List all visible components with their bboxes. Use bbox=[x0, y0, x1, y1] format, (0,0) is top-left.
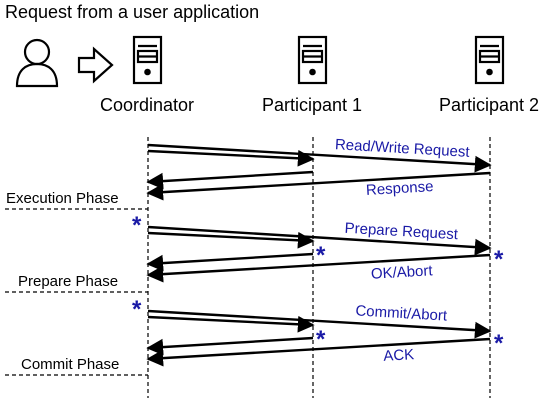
arrow-request-to-participant-1 bbox=[147, 149, 315, 167]
asterisk-icon: * bbox=[132, 212, 142, 239]
message-label-prepare-request: Prepare Request bbox=[344, 220, 459, 244]
diagram-title: Request from a user application bbox=[5, 2, 259, 22]
phase-label-execution: Execution Phase bbox=[6, 190, 119, 207]
arrow-prepare-to-participant-1 bbox=[147, 231, 315, 249]
message-label-response: Response bbox=[366, 178, 434, 199]
arrow-response-from-participant-1 bbox=[146, 170, 314, 190]
arrow-request-to-participant-2 bbox=[147, 143, 492, 173]
server-icon-participant-2 bbox=[474, 35, 505, 85]
asterisk-icon: * bbox=[316, 326, 326, 353]
server-icon-participant-1 bbox=[297, 35, 328, 85]
node-label-participant-2: Participant 2 bbox=[439, 95, 539, 115]
asterisk-icon: * bbox=[494, 330, 504, 357]
node-label-participant-1: Participant 1 bbox=[262, 95, 362, 115]
message-label-ok-abort: OK/Abort bbox=[370, 262, 433, 283]
user-icon bbox=[15, 38, 59, 88]
node-label-coordinator: Coordinator bbox=[100, 95, 194, 115]
arrow-ok-abort-from-participant-2 bbox=[146, 253, 491, 283]
message-label-commit-abort: Commit/Abort bbox=[355, 302, 448, 324]
arrow-prepare-to-participant-2 bbox=[147, 225, 492, 256]
phase-label-commit: Commit Phase bbox=[21, 356, 119, 373]
arrow-commit-to-participant-1 bbox=[147, 315, 315, 333]
arrow-commit-to-participant-2 bbox=[147, 309, 492, 339]
arrow-ack-from-participant-2 bbox=[146, 337, 491, 367]
arrow-response-from-participant-2 bbox=[146, 171, 491, 201]
arrow-ack-from-participant-1 bbox=[146, 336, 314, 356]
phase-label-prepare: Prepare Phase bbox=[18, 273, 118, 290]
right-arrow-icon bbox=[77, 46, 114, 84]
message-label-ack: ACK bbox=[383, 346, 415, 365]
arrow-ok-abort-from-participant-1 bbox=[146, 252, 314, 272]
asterisk-icon: * bbox=[494, 246, 504, 273]
server-icon-coordinator bbox=[132, 35, 163, 85]
asterisk-icon: * bbox=[316, 242, 326, 269]
asterisk-icon: * bbox=[132, 296, 142, 323]
